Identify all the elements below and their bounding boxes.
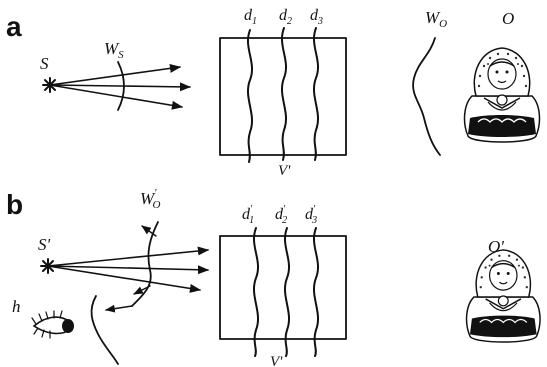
volume-label: V' bbox=[278, 163, 291, 179]
ray-lower bbox=[49, 84, 184, 110]
panel-a-letter: a bbox=[6, 11, 22, 42]
reconstructed-wavefront bbox=[131, 221, 159, 307]
fringe-d1 bbox=[247, 29, 253, 163]
fringe-label-d1: d1 bbox=[244, 7, 257, 27]
ray-upper bbox=[49, 63, 182, 86]
fringe-d1-prime bbox=[253, 227, 259, 357]
matryoshka-doll-image-icon bbox=[465, 249, 541, 343]
fringe-label-d2-prime: d'2 bbox=[275, 204, 287, 226]
wave-arrow-2 bbox=[133, 285, 151, 295]
ray-middle bbox=[49, 82, 192, 92]
fringe-label-d3-prime: d'3 bbox=[305, 204, 317, 226]
eye-icon bbox=[31, 310, 74, 339]
wavefront-label: WS bbox=[104, 39, 124, 61]
fringe-d2 bbox=[281, 27, 287, 161]
hologram-volume-box bbox=[219, 235, 347, 340]
observer-label: h bbox=[12, 297, 21, 316]
volume-label-b: V' bbox=[270, 354, 283, 367]
object-label: O bbox=[502, 9, 514, 28]
wavefront-label-b: W'O bbox=[140, 187, 161, 211]
fringe-label-d3: d3 bbox=[310, 7, 323, 27]
ray-b-lower bbox=[47, 265, 202, 293]
panel-b: b S' W'O h d' bbox=[6, 187, 541, 367]
ray-b-middle bbox=[47, 265, 210, 275]
observed-wavefront bbox=[90, 295, 119, 365]
fringe-label-d1-prime: d'1 bbox=[242, 204, 254, 226]
object-wave-label: WO bbox=[425, 8, 447, 30]
wave-arrow-1 bbox=[141, 225, 157, 237]
object-wavefront bbox=[412, 37, 441, 156]
fringe-d3 bbox=[313, 27, 319, 161]
ray-b-upper bbox=[47, 246, 210, 267]
wave-arrow-3 bbox=[105, 304, 133, 313]
fringe-label-d2: d2 bbox=[279, 7, 292, 27]
source-label: S bbox=[40, 54, 49, 73]
panel-a: a S WS d1 d2 d3 V' WO bbox=[6, 7, 541, 179]
fringe-d3-prime bbox=[313, 227, 319, 357]
panel-b-letter: b bbox=[6, 189, 23, 220]
fringe-d2-prime bbox=[284, 227, 290, 357]
matryoshka-doll-icon bbox=[463, 47, 541, 143]
spherical-wavefront bbox=[117, 61, 125, 111]
source-label-b: S' bbox=[38, 235, 51, 254]
